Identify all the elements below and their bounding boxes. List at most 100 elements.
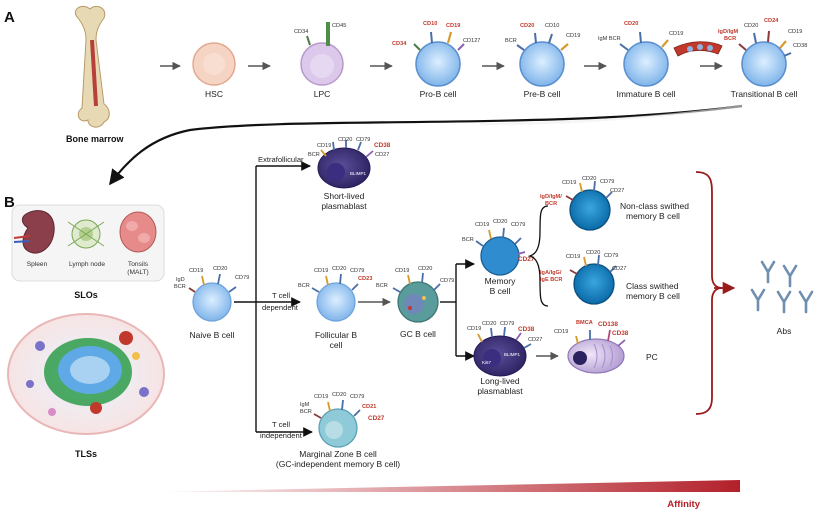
naive-b-marker-cd19: CD19 <box>189 268 203 274</box>
pre-b-receptors <box>516 32 569 51</box>
class-switched-memory-cell <box>573 263 615 305</box>
non-class-marker-cd19: CD19 <box>562 180 576 186</box>
pre-b-marker-cd10: CD10 <box>545 23 559 29</box>
transitional-b-marker-cd20: CD20 <box>744 23 758 29</box>
naive-b-receptors <box>188 273 237 293</box>
gc-b-receptors <box>392 272 441 293</box>
short-lived-receptors <box>320 140 374 158</box>
long-lived-label-1: Long-lived <box>480 376 519 386</box>
short-lived-marker-cd19: CD19 <box>317 143 331 149</box>
transitional-b-label: Transitional B cell <box>731 89 798 99</box>
long-lived-marker-cd20: CD20 <box>482 321 496 327</box>
long-lived-marker-cd38: CD38 <box>518 326 535 333</box>
non-class-switched-receptors <box>565 180 613 201</box>
pro-b-label: Pro-B cell <box>420 89 457 99</box>
marginal-zone-marker-cd27: CD27 <box>368 415 385 422</box>
hsc-label: HSC <box>205 89 223 99</box>
gc-b-label: GC B cell <box>400 329 436 339</box>
short-lived-marker-cd38: CD38 <box>374 142 391 149</box>
gc-b-marker-cd20: CD20 <box>418 266 432 272</box>
lpc-label: LPC <box>314 89 331 99</box>
follicular-b-marker-bcr: BCR <box>298 283 310 289</box>
non-class-marker-cd27: CD27 <box>610 188 624 194</box>
gc-b-marker-cd79: CD79 <box>440 278 454 284</box>
organ-tonsils-label: Tonsils <box>128 261 149 268</box>
class-switched-receptors <box>569 254 617 275</box>
transitional-b-receptors <box>738 30 792 57</box>
marginal-zone-label-1: Marginal Zone B cell <box>299 449 377 459</box>
route-t-independent-1: T cell <box>272 420 290 429</box>
immature-b-marker-igm-bcr: IgM BCR <box>598 36 621 42</box>
marginal-zone-marker-cd21: CD21 <box>362 404 376 410</box>
follicular-b-marker-cd79: CD79 <box>350 268 364 274</box>
pre-b-marker-bcr: BCR <box>505 38 517 44</box>
class-switched-marker-cd20: CD20 <box>586 250 600 256</box>
pre-b-marker-cd20: CD20 <box>520 23 534 29</box>
memory-b-marker-cd79: CD79 <box>511 222 525 228</box>
class-switched-marker-cd79: CD79 <box>604 253 618 259</box>
transitional-b-marker-cd19: CD19 <box>788 29 802 35</box>
pc-marker-cd138: CD138 <box>598 321 618 328</box>
short-lived-marker-cd20: CD20 <box>338 137 352 143</box>
immature-b-cell <box>623 41 669 87</box>
short-lived-marker-cd27: CD27 <box>375 152 389 158</box>
panel-b-label: B <box>4 194 15 211</box>
antibodies-icon <box>750 260 814 314</box>
long-lived-marker-cd79: CD79 <box>500 321 514 327</box>
blood-vessel-illustration <box>673 41 723 57</box>
gc-branches <box>440 259 475 361</box>
route-t-dependent-2: dependent <box>262 303 299 312</box>
immature-b-receptors <box>619 31 669 51</box>
pro-b-marker-cd19: CD19 <box>446 23 460 29</box>
affinity-label: Affinity <box>667 499 700 510</box>
pre-b-label: Pre-B cell <box>524 89 561 99</box>
long-lived-inner-blimp1: BLIMP1 <box>504 352 521 357</box>
tlss-title: TLSs <box>75 449 97 459</box>
pre-b-marker-cd19: CD19 <box>566 33 580 39</box>
naive-b-marker-bcr: BCR <box>174 284 186 290</box>
pc-receptors <box>575 329 626 347</box>
long-lived-label-2: plasmablast <box>477 386 523 396</box>
transitional-b-marker-igd-igm: IgD/IgM <box>718 29 739 35</box>
organ-malt-label: (MALT) <box>127 269 149 276</box>
non-class-marker-cd79: CD79 <box>600 179 614 185</box>
lpc-marker-cd45: CD45 <box>332 23 346 29</box>
transitional-b-marker-cd38: CD38 <box>793 43 807 49</box>
route-extrafollicular: Extrafollicular <box>258 155 304 164</box>
lymph-node-illustration <box>67 219 105 249</box>
short-lived-marker-cd79: CD79 <box>356 137 370 143</box>
class-switched-label-1: Class swithed <box>626 281 679 291</box>
memory-subset-brace <box>527 205 549 307</box>
memory-b-marker-cd19: CD19 <box>475 222 489 228</box>
tls-illustration <box>7 313 165 435</box>
class-switched-marker-cd27: CD27 <box>612 266 626 272</box>
long-lived-marker-cd19: CD19 <box>467 326 481 332</box>
non-class-switched-memory-cell <box>569 189 611 231</box>
marginal-zone-marker-bcr: BCR <box>300 409 312 415</box>
follicular-b-label-1: Follicular B <box>315 330 357 340</box>
pc-marker-cd19: CD19 <box>554 329 568 335</box>
memory-b-marker-cd27: CD27 <box>518 256 535 263</box>
pro-b-marker-cd34: CD34 <box>392 41 407 47</box>
gc-b-marker-cd19: CD19 <box>395 268 409 274</box>
naive-b-cell <box>192 282 232 322</box>
naive-b-label: Naive B cell <box>190 330 235 340</box>
memory-b-marker-cd20: CD20 <box>493 219 507 225</box>
immature-b-marker-cd19: CD19 <box>669 31 683 37</box>
pc-marker-bmca: BMCA <box>576 320 593 326</box>
gc-b-marker-bcr: BCR <box>376 283 388 289</box>
memory-b-label-1: Memory <box>485 276 516 286</box>
transitional-b-marker-cd24: CD24 <box>764 18 779 24</box>
non-class-label-1: Non-class swithed <box>620 201 689 211</box>
antibodies-label: Abs <box>777 326 792 336</box>
non-class-marker-igd-igm: IgD/IgM/ <box>540 194 562 200</box>
memory-b-label-2: B cell <box>490 286 511 296</box>
non-class-marker-cd20: CD20 <box>582 176 596 182</box>
transitional-b-cell <box>741 41 787 87</box>
marginal-zone-label-2: (GC-independent memory B cell) <box>276 459 400 469</box>
follicular-b-marker-cd19: CD19 <box>314 268 328 274</box>
pro-b-marker-cd127: CD127 <box>463 38 480 44</box>
marginal-zone-marker-igm: IgM <box>300 402 310 408</box>
bone-marrow-illustration <box>74 5 110 128</box>
